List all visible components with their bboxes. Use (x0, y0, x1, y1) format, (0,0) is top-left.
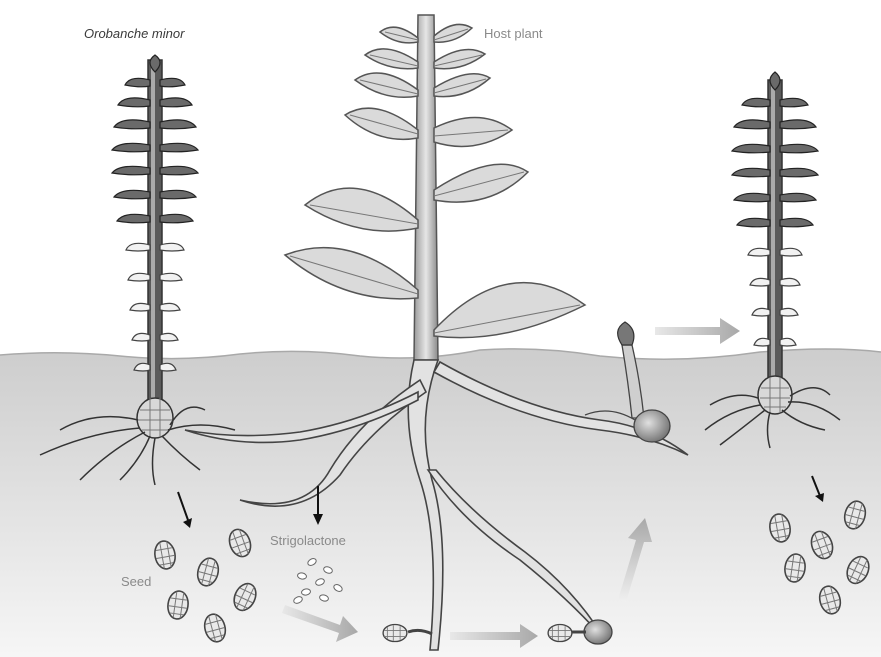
label-orobanche-minor: Orobanche minor (84, 26, 184, 41)
label-seed: Seed (121, 574, 151, 589)
label-strigolactone: Strigolactone (270, 533, 346, 548)
label-host-plant: Host plant (484, 26, 543, 41)
arrow-emergence-to-flowering (655, 318, 740, 344)
